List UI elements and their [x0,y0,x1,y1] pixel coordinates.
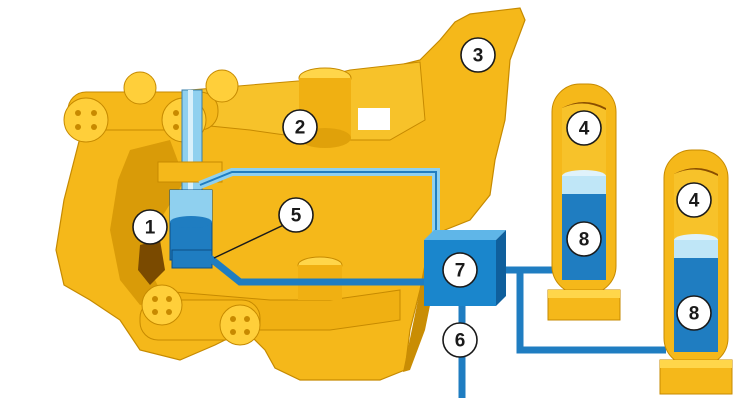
callout-7-label: 7 [455,261,466,282]
head-side-line [207,255,428,286]
callout-2: 2 [282,109,318,145]
lower-pivot-left [141,284,183,326]
callout-1: 1 [132,209,168,245]
callout-8-upper: 8 [566,221,602,257]
frame-opening [138,240,165,285]
callout-3: 3 [460,37,496,73]
callout-5-label: 5 [291,206,302,227]
cylinder-gas-space [170,190,212,222]
cylinder-base [171,249,213,269]
callout-8-lower: 8 [676,295,712,331]
callouts: 1 2 3 4 4 5 6 7 [132,37,712,358]
valve-side-face [496,230,506,306]
lower-pivot-right [219,304,261,346]
callout-2-label: 2 [295,118,306,139]
callout-4-lower: 4 [676,182,712,218]
callout-1-label: 1 [145,218,156,239]
rod-side-line-outline [199,171,437,235]
callout-5-leader [213,221,291,259]
accumulator-2-piston [674,240,718,258]
accumulator-2-base-top [660,360,732,368]
accumulator-line-2 [516,270,666,354]
accumulator-1-piston [562,176,606,194]
hydraulic-cylinder-icon [157,89,223,269]
callout-6-label: 6 [455,331,466,352]
pivot-top-right [205,69,239,103]
callout-5: 5 [278,197,314,233]
lower-pivots [139,284,261,346]
callout-3-label: 3 [473,46,484,67]
callout-8-upper-label: 8 [579,230,590,251]
callout-4-upper-label: 4 [579,119,590,140]
pivot-left [63,97,109,143]
callout-4-lower-label: 4 [689,191,700,212]
pivot-top-left [123,71,157,105]
cylinder-fluid-top [170,216,212,228]
accumulator-1-base-top [548,290,620,298]
callout-4-upper: 4 [566,110,602,146]
callout-7: 7 [442,252,478,288]
callout-8-lower-label: 8 [689,304,700,325]
valve-top-face [424,230,506,240]
arm-window [358,108,390,130]
cylinder-rod-highlight [188,90,193,190]
callout-6: 6 [442,322,478,358]
